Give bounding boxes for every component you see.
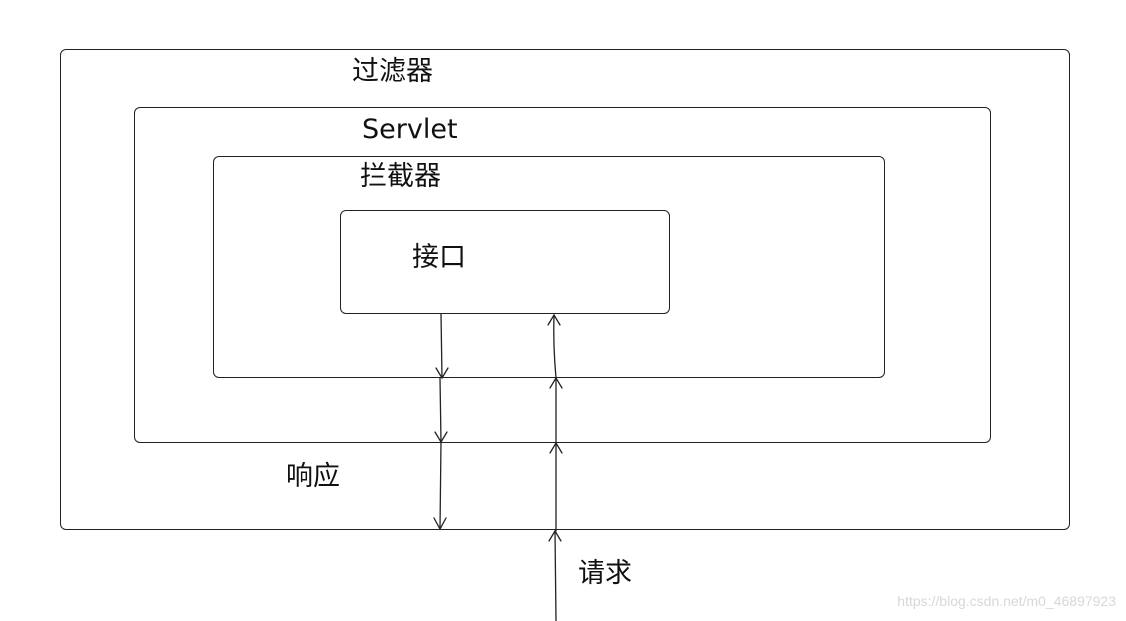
response-label: 响应 [286,461,340,492]
response-arrow [433,313,449,531]
servlet-box [134,107,991,443]
api-box [340,210,670,314]
request-arrow [547,313,563,621]
request-label: 请求 [578,558,632,589]
interceptor-label: 拦截器 [360,161,441,192]
filter-label: 过滤器 [352,56,433,87]
filter-box [60,49,1070,530]
watermark: https://blog.csdn.net/m0_46897923 [897,593,1116,609]
api-label: 接口 [412,242,466,273]
servlet-label: Servlet [362,114,458,145]
interceptor-box [213,156,885,378]
